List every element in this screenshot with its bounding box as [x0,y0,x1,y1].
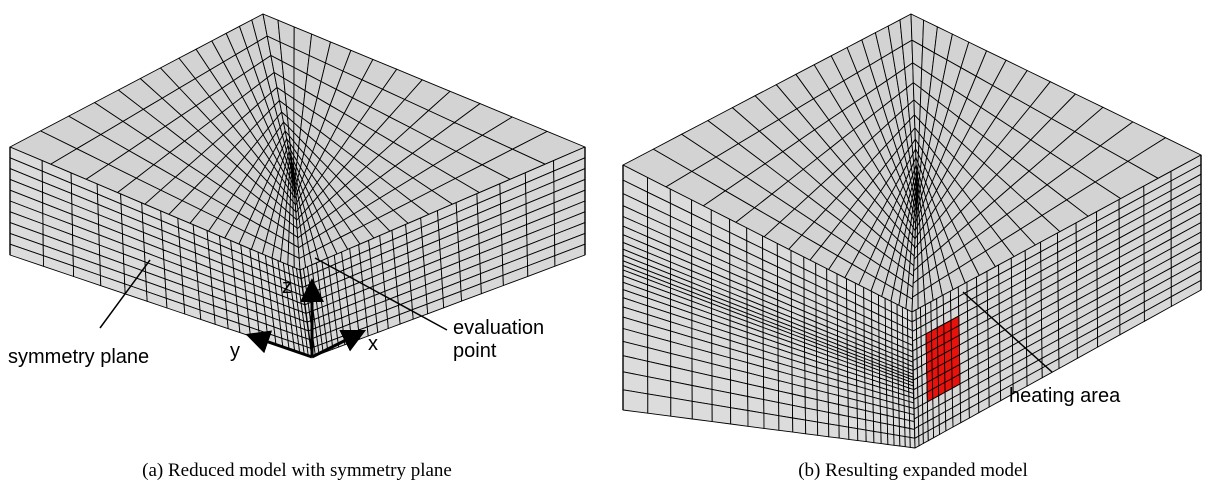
side-mesh-cell [904,427,911,438]
side-mesh-cell [909,436,916,449]
side-mesh-cell [711,404,732,425]
expanded-model-mesh [622,13,1202,449]
symmetry-plane-leader-line [99,259,151,329]
side-mesh-cell [886,423,895,436]
side-mesh-cell [880,422,889,435]
y-axis-label: y [230,340,240,362]
x-axis-label: x [368,333,378,355]
side-mesh-cell [887,433,895,446]
side-mesh-cell [918,433,924,447]
side-mesh-cell [792,417,807,435]
side-mesh-cell [898,417,906,428]
reduced-model-mesh [9,13,586,358]
panel-a: z y x symmetry plane evaluation point (a… [8,13,586,481]
side-mesh-cell [856,417,867,431]
side-mesh-cell [909,420,915,430]
side-mesh-cell [865,419,875,432]
side-mesh-cell [914,435,920,449]
side-mesh-cell [847,415,859,430]
side-mesh-cell [730,407,749,427]
symmetry-plane-label: symmetry plane [8,346,149,368]
side-mesh-cell [865,429,875,444]
side-mesh-cell [899,435,906,448]
top-face-mesh [9,13,586,271]
side-mesh-cell [817,421,830,438]
z-axis-label: z [282,276,292,298]
side-mesh-cell [747,410,765,429]
side-mesh-cell [848,426,859,442]
panel-b: heating area (b) Resulting expanded mode… [622,13,1202,481]
side-mesh-cell [763,412,780,431]
left-face-mesh [9,146,313,358]
heating-area-patch [925,315,961,403]
heating-area-label: heating area [1009,385,1121,407]
heating-area-cell [951,373,961,389]
side-mesh-cell [904,418,911,429]
y-axis-arrow [245,330,313,359]
side-mesh-cell [647,393,672,417]
side-mesh-cell [873,430,882,445]
side-mesh-cell [857,428,867,443]
side-mesh-cell [873,420,882,434]
side-mesh-cell [691,400,713,423]
side-mesh-cell [828,423,840,439]
side-mesh-cell [778,415,794,433]
caption-b: (b) Resulting expanded model [798,460,1028,481]
heating-area-leader-line [962,291,1053,373]
side-mesh-cell [670,397,693,420]
coordinate-axes: z y x [230,276,378,362]
side-mesh-cell [922,430,929,444]
side-mesh-cell [893,424,901,437]
side-mesh-cell [880,432,889,445]
evaluation-point-label-line1: evaluation [453,317,544,339]
caption-a: (a) Reduced model with symmetry plane [142,460,452,481]
side-mesh-cell [828,411,840,427]
side-mesh-cell [898,426,906,438]
evaluation-point-leader-line [314,257,448,331]
side-mesh-cell [805,419,819,436]
side-mesh-cell [838,414,850,428]
side-mesh-cell [838,425,850,440]
side-mesh-cell [909,428,916,439]
left-face-mesh [622,164,916,449]
right-face-mesh [299,146,586,358]
evaluation-point-label-line2: point [453,340,497,362]
side-mesh-cell [904,436,911,448]
side-mesh-cell [816,409,830,425]
x-axis-arrow [311,329,367,359]
side-mesh-cell [622,389,649,414]
side-mesh-cell [893,434,901,447]
top-face-mesh [622,13,1202,313]
